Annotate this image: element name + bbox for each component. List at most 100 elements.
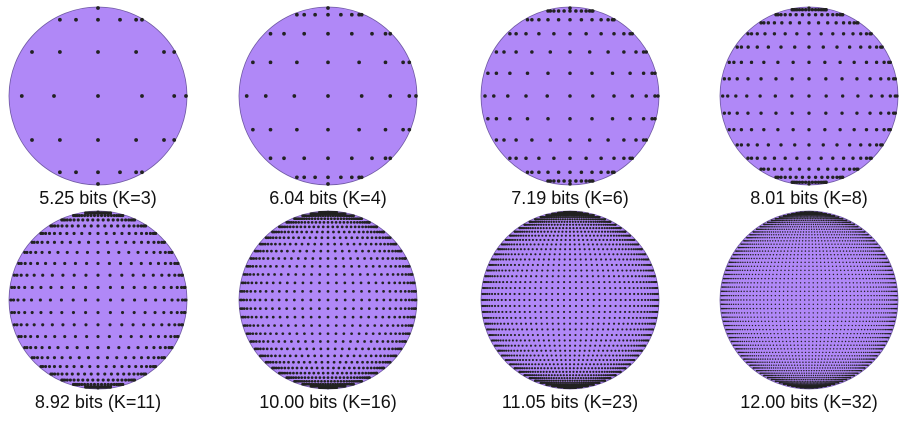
grid-point	[604, 339, 608, 342]
grid-point	[614, 367, 617, 370]
grid-point	[843, 376, 846, 379]
grid-point	[627, 248, 630, 251]
grid-point	[367, 281, 371, 285]
grid-point	[589, 227, 592, 230]
grid-point	[283, 354, 287, 358]
grid-point	[833, 372, 835, 374]
grid-point	[806, 384, 808, 387]
grid-point	[848, 372, 851, 374]
grid-point	[640, 333, 643, 337]
grid-point	[554, 379, 558, 382]
grid-point	[367, 307, 371, 310]
panel-k16: 10.00 bits (K=16)	[238, 210, 462, 428]
grid-point	[810, 376, 812, 379]
grid-point	[628, 304, 631, 308]
grid-point	[788, 369, 790, 372]
grid-point	[552, 220, 555, 223]
grid-point	[295, 366, 299, 370]
grid-point	[544, 379, 548, 382]
grid-point	[143, 310, 147, 315]
grid-point	[616, 367, 619, 370]
grid-point	[173, 273, 177, 277]
grid-point	[616, 253, 619, 256]
grid-point	[633, 304, 636, 308]
grid-point	[554, 349, 557, 352]
grid-point	[23, 310, 27, 315]
grid-point	[280, 366, 283, 370]
grid-point	[529, 223, 533, 226]
grid-point	[624, 292, 627, 296]
grid-point	[504, 304, 507, 308]
grid-point	[640, 349, 643, 352]
grid-point	[641, 275, 644, 278]
grid-point	[800, 8, 805, 12]
grid-point	[391, 347, 394, 351]
grid-point	[776, 374, 778, 377]
grid-point	[401, 60, 405, 65]
grid-point	[349, 340, 352, 343]
grid-point	[602, 349, 605, 352]
grid-point	[258, 257, 261, 260]
grid-point	[553, 344, 556, 347]
grid-point	[777, 376, 779, 379]
grid-point	[252, 257, 256, 260]
grid-point	[808, 364, 810, 366]
grid-point	[535, 248, 538, 251]
grid-point	[369, 257, 373, 260]
grid-point	[394, 332, 397, 336]
grid-point	[596, 328, 599, 331]
grid-point	[545, 374, 548, 377]
grid-point	[568, 322, 572, 325]
grid-point	[583, 230, 587, 233]
grid-point	[394, 264, 397, 268]
grid-point	[792, 376, 794, 379]
grid-point	[847, 367, 850, 369]
grid-point	[44, 261, 48, 265]
grid-point	[513, 234, 516, 237]
grid-point	[586, 286, 589, 290]
grid-point	[65, 372, 69, 376]
grid-point	[96, 382, 100, 386]
grid-point	[817, 374, 819, 377]
grid-point	[519, 363, 523, 366]
grid-point	[586, 212, 589, 215]
grid-point	[638, 258, 641, 261]
grid-point	[776, 378, 778, 381]
grid-point	[490, 269, 493, 272]
grid-point	[494, 138, 499, 142]
grid-point	[552, 9, 556, 13]
grid-point	[542, 370, 545, 373]
grid-point	[508, 328, 511, 331]
grid-point	[536, 370, 540, 373]
grid-point	[326, 281, 330, 285]
grid-point	[163, 346, 167, 350]
grid-point	[295, 175, 299, 180]
grid-point	[580, 379, 583, 382]
grid-point	[252, 273, 256, 276]
grid-point	[552, 263, 555, 267]
grid-point	[96, 50, 100, 54]
grid-point	[655, 316, 658, 319]
grid-point	[312, 249, 316, 253]
grid-point	[820, 13, 824, 17]
grid-point	[361, 236, 364, 240]
grid-point	[515, 258, 518, 261]
grid-point	[537, 258, 540, 261]
grid-point	[528, 230, 531, 233]
grid-point	[600, 230, 604, 233]
grid-point	[318, 273, 322, 276]
grid-point	[264, 307, 268, 310]
grid-point	[574, 344, 577, 347]
grid-point	[577, 234, 580, 237]
grid-point	[384, 264, 387, 268]
grid-point	[576, 230, 579, 233]
grid-point	[816, 167, 821, 171]
grid-point	[807, 384, 809, 387]
grid-point	[599, 32, 603, 36]
grid-point	[634, 333, 638, 337]
grid-point	[568, 156, 572, 160]
grid-point	[586, 238, 589, 242]
grid-point	[642, 263, 646, 267]
grid-point	[823, 369, 825, 372]
grid-point	[406, 315, 410, 319]
